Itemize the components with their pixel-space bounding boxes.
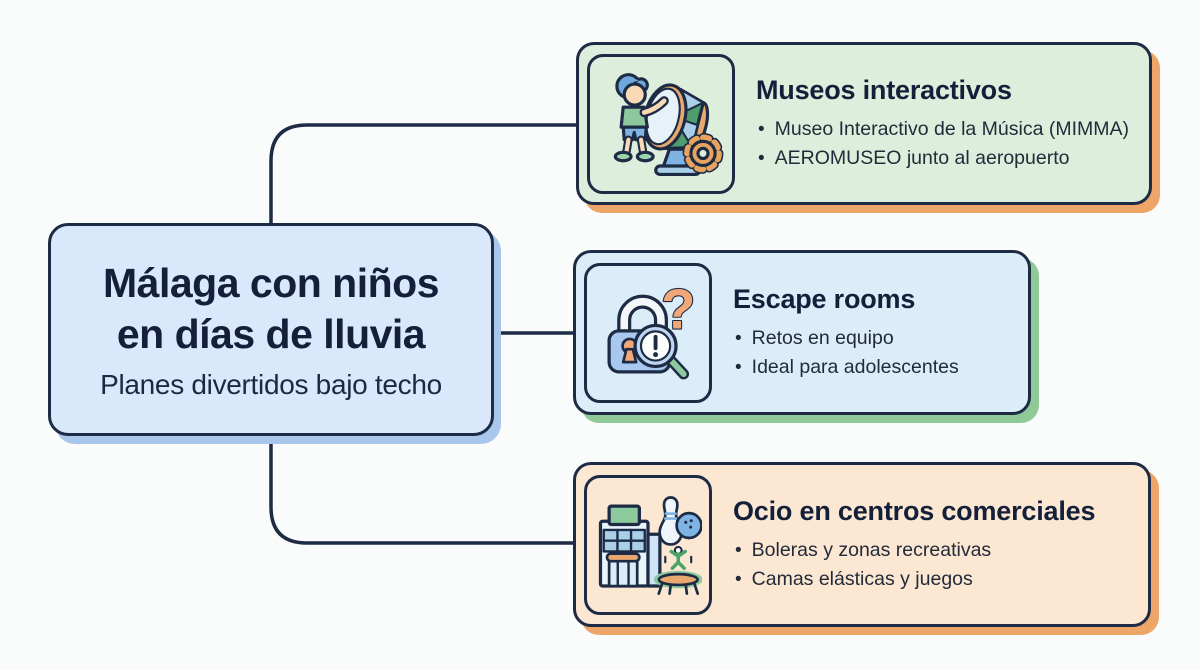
escape-rooms-title: Escape rooms: [733, 283, 916, 314]
bullet-dot: •: [758, 147, 765, 169]
shopping-centers-title: Ocio en centros comerciales: [733, 495, 1096, 526]
list-item: • Museo Interactivo de la Música (MIMMA): [756, 115, 1129, 144]
bullet-dot: •: [735, 356, 742, 378]
escape-rooms-icon-tile: ?: [584, 262, 712, 403]
bullet-text: AEROMUSEO junto al aeropuerto: [774, 146, 1070, 169]
list-item: • Camas elásticas y juegos: [733, 565, 1095, 594]
padlock-magnifying-glass-icon: ?: [607, 279, 696, 379]
bullet-dot: •: [735, 568, 742, 590]
root-title-line2: en días de lluvia: [116, 310, 426, 357]
museums-text-block: Museos interactivos • Museo Interactivo d…: [756, 75, 1129, 173]
root-subtitle: Planes divertidos bajo techo: [100, 368, 442, 400]
list-item: • Boleras y zonas recreativas: [733, 536, 1095, 565]
bullet-text: Boleras y zonas recreativas: [751, 538, 992, 561]
child-playing-drum-icon: [613, 72, 724, 176]
mall-bowling-trampoline-icon: [598, 495, 702, 595]
escape-rooms-text-block: Escape rooms • Retos en equipo • Ideal par…: [733, 284, 959, 382]
branch-card-escape-rooms: ? Escape rooms • Retos en equipo • Ideal p…: [573, 250, 1031, 415]
list-item: • Retos en equipo: [733, 324, 959, 353]
shopping-centers-text-block: Ocio en centros comerciales • Boleras y z…: [733, 496, 1095, 594]
bullet-dot: •: [735, 327, 742, 349]
root-title-line1: Málaga con niños: [103, 260, 440, 307]
root-node: Málaga con niños en días de lluvia Plane…: [48, 223, 494, 436]
bullet-dot: •: [758, 118, 765, 140]
bullet-text: Camas elásticas y juegos: [751, 567, 973, 590]
museums-bullet-list: •Museo Interactivo de la Música (MIMMA) …: [756, 115, 1129, 173]
branch-card-museums: Museos interactivos • Museo Interactivo d…: [576, 42, 1152, 205]
list-item: • AEROMUSEO junto al aeropuerto: [756, 144, 1129, 173]
escape-rooms-bullet-list: • Retos en equipo • Ideal para adolescente…: [733, 324, 959, 382]
bullet-dot: •: [735, 539, 742, 561]
museums-title: Museos interactivos: [756, 74, 1012, 105]
bullet-text: Museo Interactivo de la Música (MIMMA): [774, 117, 1130, 140]
bullet-text: Ideal para adolescentes: [751, 355, 959, 378]
connector-top-branch: [269, 123, 578, 230]
branch-card-shopping-centers: Ocio en centros comerciales • Boleras y z…: [573, 462, 1151, 627]
list-item: • Ideal para adolescentes: [733, 353, 959, 382]
shopping-centers-bullet-list: • Boleras y zonas recreativas • Camas elás…: [733, 536, 1095, 594]
connector-bottom-branch: [269, 431, 575, 545]
museums-icon-tile: [587, 53, 735, 194]
shopping-centers-icon-tile: [584, 474, 712, 615]
bullet-text: Retos en equipo: [751, 326, 894, 349]
